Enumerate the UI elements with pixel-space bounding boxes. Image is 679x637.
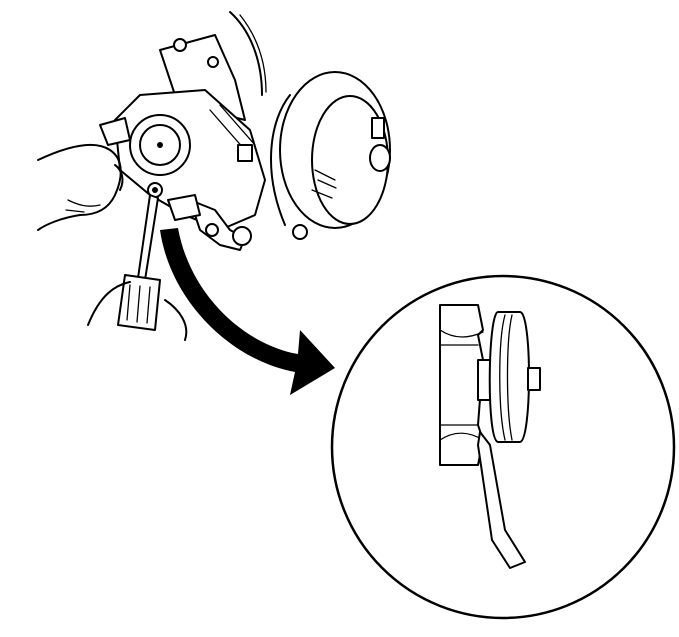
adjuster-nut (439, 304, 484, 466)
slack-adjuster (99, 89, 266, 251)
hand-holding-screwdriver (87, 194, 188, 341)
screwdriver-blade (477, 431, 526, 569)
detail-inset (330, 274, 676, 620)
brake-assembly-overview (37, 11, 391, 341)
hand-holding-wrench (37, 143, 124, 231)
magnify-arrow (160, 228, 335, 395)
washer-disc (477, 311, 541, 443)
brake-chamber (270, 71, 391, 240)
